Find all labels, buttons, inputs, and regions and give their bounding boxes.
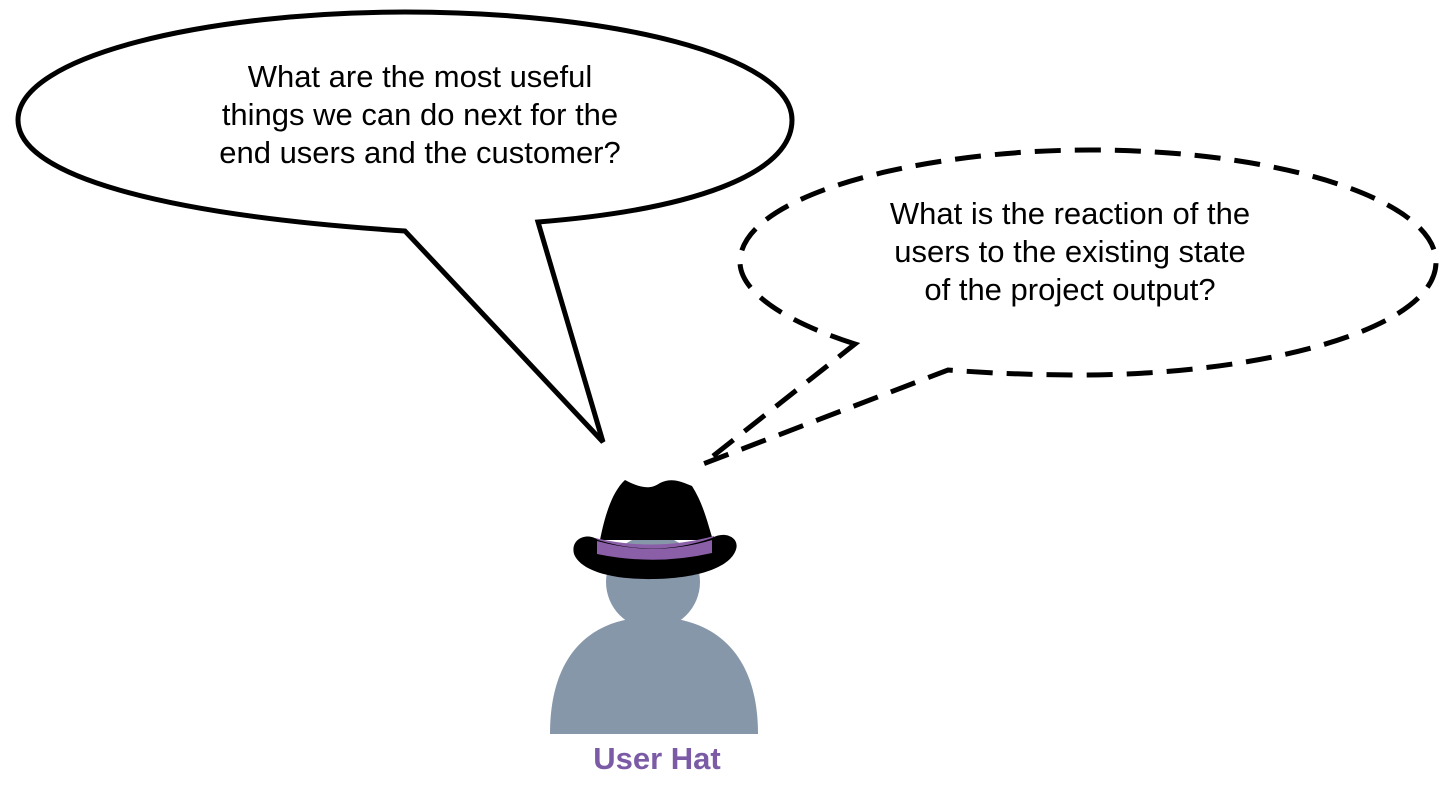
speech-bubble-text: What are the most useful things we can d… xyxy=(100,58,740,172)
speech-line: end users and the customer? xyxy=(219,135,621,170)
thought-bubble xyxy=(701,147,1439,467)
thought-bubble-text: What is the reaction of the users to the… xyxy=(790,195,1350,309)
speech-line: What are the most useful xyxy=(247,59,593,94)
speech-line: things we can do next for the xyxy=(221,97,619,132)
hat-label: User Hat xyxy=(593,741,721,776)
speech-bubble xyxy=(15,9,795,444)
hat-crown xyxy=(600,480,713,540)
thought-line: of the project output? xyxy=(924,272,1216,307)
hat-band-front xyxy=(597,540,712,560)
hat-icon xyxy=(573,480,737,580)
thought-line: What is the reaction of the xyxy=(889,196,1251,231)
person-body xyxy=(550,617,758,734)
thought-line: users to the existing state xyxy=(894,234,1246,269)
